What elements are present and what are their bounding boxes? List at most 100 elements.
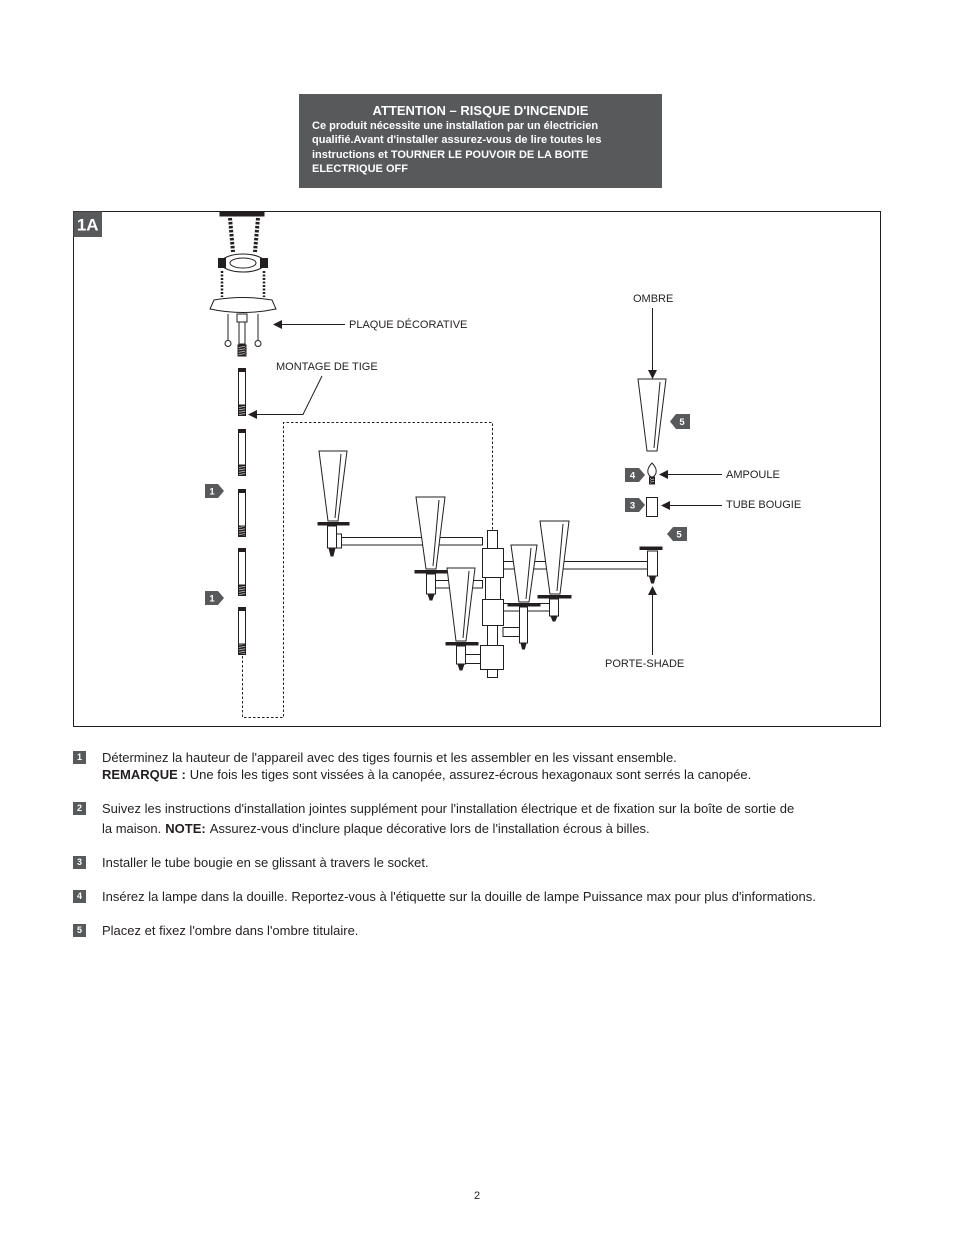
socket <box>519 606 528 644</box>
step-text: Installer le tube bougie en se glissant … <box>102 853 429 873</box>
callout-badge-number: 5 <box>676 530 682 541</box>
shade-highlight <box>653 381 661 449</box>
step-text: Suivez les instructions d'installation j… <box>102 799 794 839</box>
step-note-text: Assurez-vous d'inclure plaque décorative… <box>209 821 650 836</box>
column-finial <box>487 669 498 678</box>
callout-badge: 5 <box>667 527 687 541</box>
socket-knob <box>457 663 465 671</box>
rod-cap <box>238 548 246 552</box>
socket <box>549 598 559 617</box>
canopy <box>209 297 277 357</box>
rod-thread <box>238 584 246 596</box>
callout-badge-number: 1 <box>209 487 215 498</box>
rod-thread <box>238 643 246 655</box>
chandelier <box>317 450 663 678</box>
callout-badge-number: 4 <box>630 471 636 482</box>
crossbar-nut-right <box>260 258 268 268</box>
mounting-screw-left <box>228 217 235 253</box>
callout-badge: 4 <box>625 468 645 482</box>
socket-knob <box>550 615 558 622</box>
candle-tube <box>646 497 658 517</box>
arm-upper-left <box>336 537 483 546</box>
warning-title: ATTENTION – RISQUE D'INCENDIE <box>372 103 589 118</box>
shade-highlight <box>525 547 532 600</box>
canopy-neck <box>236 313 248 323</box>
shade-holder-cup <box>639 546 663 550</box>
figure-label-box <box>73 211 102 237</box>
arrowhead-up <box>648 586 657 595</box>
step-note-label: REMARQUE : <box>102 767 186 782</box>
column-lower-block <box>482 599 504 626</box>
arrowhead-left <box>248 410 257 419</box>
bobeche-cup <box>537 595 572 599</box>
step-number-badge: 3 <box>73 856 86 869</box>
bulb-base <box>649 476 655 485</box>
back-arm-right-lower <box>502 627 521 637</box>
nipple <box>238 321 246 345</box>
warning-line: qualifié.Avant d'installer assurez-vous … <box>312 134 602 147</box>
step-note-line: REMARQUE :Une fois les tiges sont vissée… <box>102 766 751 783</box>
figure-label: 1A <box>77 216 99 235</box>
step-line: Insérez la lampe dans la douille. Report… <box>102 889 816 904</box>
step-text: Placez et fixez l'ombre dans l'ombre tit… <box>102 921 358 941</box>
callout-badge: 1 <box>205 484 224 498</box>
column-upper-block <box>482 548 504 578</box>
step-line: Placez et fixez l'ombre dans l'ombre tit… <box>102 923 359 938</box>
callout-badge: 5 <box>670 414 690 429</box>
arrowhead-left <box>273 320 282 329</box>
step-line: Déterminez la hauteur de l'appareil avec… <box>102 750 677 765</box>
callout-badge-number: 5 <box>679 417 685 428</box>
warning-line: Ce produit nécessite une installation pa… <box>312 120 599 132</box>
label-bulb: AMPOULE <box>726 469 780 481</box>
down-rods <box>238 368 246 655</box>
crossbar-hole <box>229 257 257 269</box>
label-shade-holder: PORTE-SHADE <box>605 658 684 670</box>
wire-routing-dashed <box>242 422 493 718</box>
rod-cap <box>238 429 246 433</box>
callout-badge-shape <box>670 414 690 429</box>
step-text: Déterminez la hauteur de l'appareil avec… <box>102 749 751 783</box>
crossbar-nut-left <box>218 258 226 268</box>
arrow-stem <box>256 375 323 415</box>
bobeche-cup <box>507 603 541 607</box>
warning-body: Ce produit nécessite une installation pa… <box>312 119 602 177</box>
figure-frame <box>73 211 881 727</box>
step-note-text: Une fois les tiges sont vissées à la can… <box>189 767 752 782</box>
callout-badge-shape <box>625 498 645 512</box>
warning-line: ELECTRIQUE OFF <box>312 163 408 176</box>
column-bottom-block <box>480 645 504 670</box>
arm-lower-left <box>465 654 481 664</box>
callout-badge-shape <box>667 527 687 541</box>
shade-highlight <box>334 453 342 519</box>
hex-nut <box>237 344 247 357</box>
ball-nut-right <box>254 340 262 347</box>
step-line-continuation: la maison. <box>102 821 162 836</box>
step-number-badge: 1 <box>73 751 86 764</box>
bobeche-cup <box>414 570 448 574</box>
callout-badge-number: 1 <box>209 594 215 605</box>
callout-badge-shape <box>625 468 645 482</box>
socket <box>327 525 337 549</box>
step-number-badge: 2 <box>73 802 86 815</box>
column-top-stem <box>487 530 498 549</box>
column-neck <box>487 625 498 646</box>
callout-badge-number: 3 <box>630 501 635 512</box>
shade-highlight <box>462 570 470 639</box>
socket <box>426 573 436 595</box>
rod-cap <box>238 368 246 372</box>
shade-holder-socket <box>647 550 658 577</box>
page-number: 2 <box>473 1190 481 1202</box>
shade-highlight <box>432 499 440 567</box>
column-middle <box>485 577 501 600</box>
fire-warning-box: ATTENTION – RISQUE D'INCENDIE Ce produit… <box>299 94 662 188</box>
socket-knob <box>648 575 657 584</box>
arrowhead-left <box>661 501 670 510</box>
callout-badge-shape <box>205 591 224 605</box>
step-number-badge: 4 <box>73 890 86 903</box>
label-candle-tube: TUBE BOUGIE <box>726 499 801 511</box>
canopy-body <box>209 297 277 313</box>
ceiling-plate <box>219 211 265 217</box>
rod-cap <box>238 489 246 493</box>
bobeche-cup <box>445 642 479 646</box>
